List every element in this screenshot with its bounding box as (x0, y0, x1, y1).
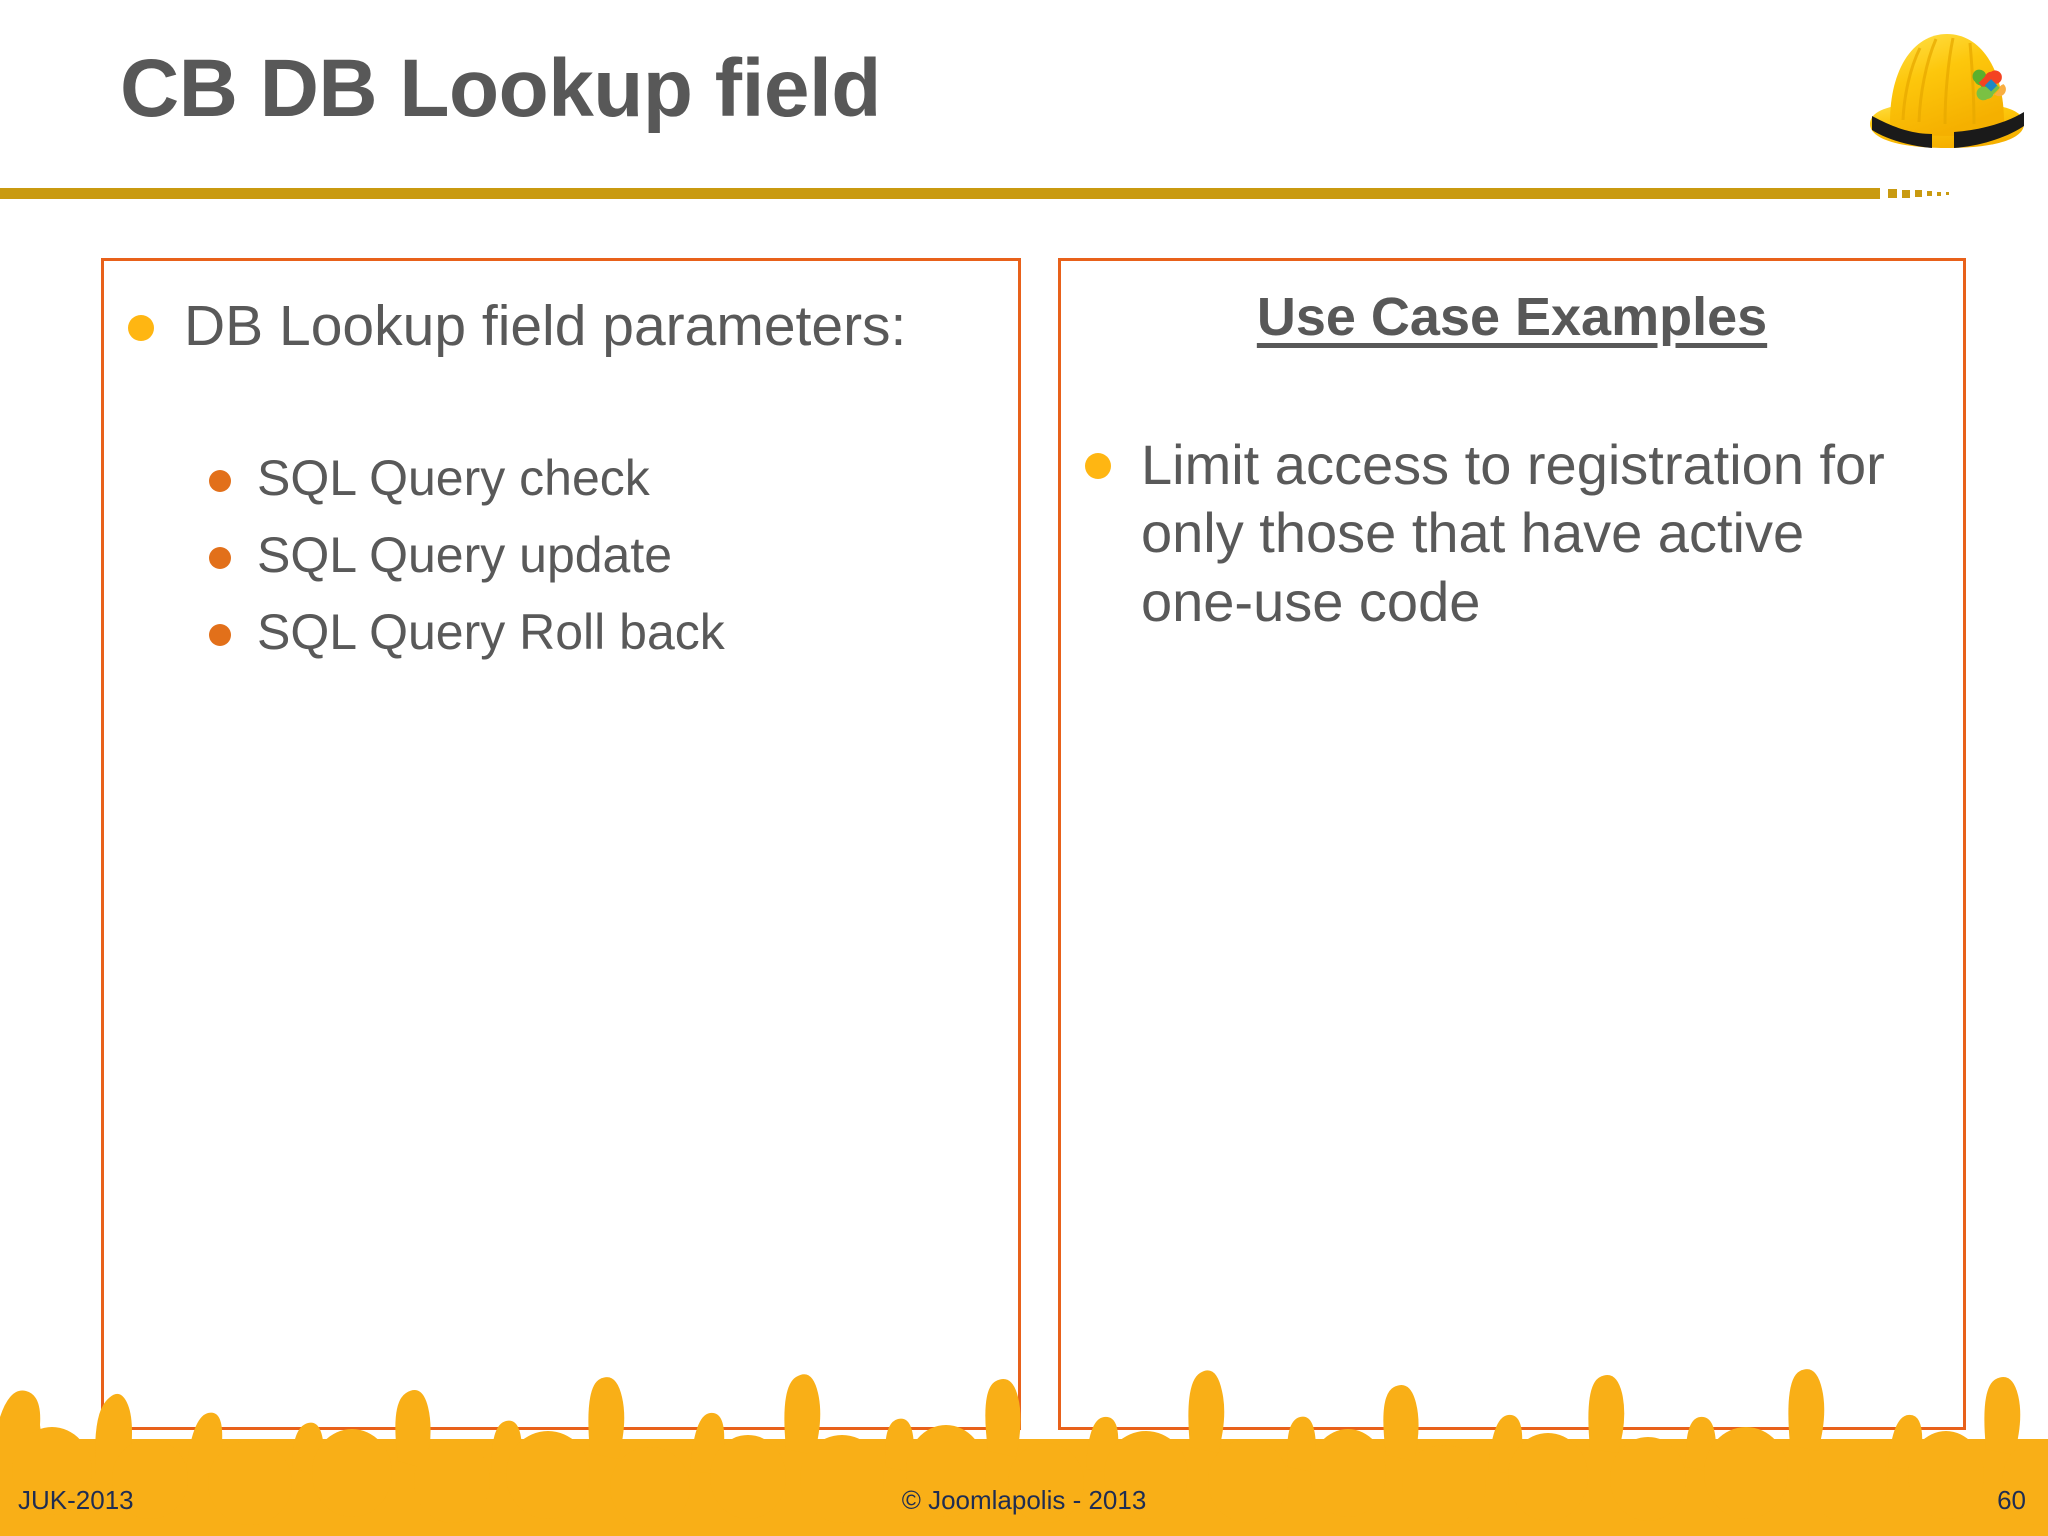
bullet-dot-icon (128, 315, 154, 341)
footer-copyright: © Joomlapolis - 2013 (901, 1485, 1147, 1515)
sub-bullet-dot-icon (209, 547, 231, 569)
hard-hat-logo-icon (1858, 6, 2036, 178)
left-sub-bullet-list: SQL Query check SQL Query update SQL Que… (209, 451, 989, 682)
header-rule-dots-icon (1888, 188, 1949, 199)
sub-bullet-text: SQL Query check (257, 450, 650, 506)
left-content-box: DB Lookup field parameters: SQL Query ch… (101, 258, 1021, 1430)
slide-page-number: 60 (1997, 1485, 2026, 1515)
left-main-bullet: DB Lookup field parameters: (128, 293, 988, 360)
sub-bullet-dot-icon (209, 470, 231, 492)
sub-bullet-text: SQL Query update (257, 527, 673, 583)
sub-bullet-text: SQL Query Roll back (257, 604, 725, 660)
page-title: CB DB Lookup field (120, 43, 881, 134)
bullet-dot-icon (1085, 453, 1111, 479)
sub-bullet-dot-icon (209, 624, 231, 646)
right-content-box: Use Case Examples Limit access to regist… (1058, 258, 1966, 1430)
list-item: SQL Query update (209, 528, 989, 583)
left-main-bullet-text: DB Lookup field parameters: (184, 294, 907, 358)
right-main-bullet-text: Limit access to registration for only th… (1141, 433, 1885, 633)
crowd-silhouette-graphic (0, 1321, 2048, 1536)
right-main-bullet: Limit access to registration for only th… (1085, 431, 1925, 636)
header-rule (0, 188, 1880, 199)
use-case-heading: Use Case Examples (1256, 287, 1768, 347)
list-item: SQL Query check (209, 451, 989, 506)
footer-left-label: JUK-2013 (18, 1485, 134, 1515)
list-item: SQL Query Roll back (209, 605, 989, 660)
